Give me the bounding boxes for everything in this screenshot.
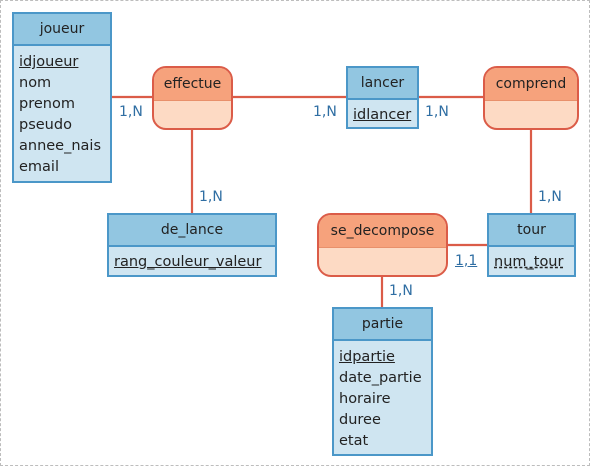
attribute: duree (339, 412, 381, 428)
cardinality-joueur-effectue: 1,N (119, 104, 143, 120)
relation-se-decompose[interactable]: se_decompose (317, 213, 448, 277)
entity-tour[interactable]: tour num_tour (487, 213, 576, 277)
attribute: etat (339, 433, 369, 449)
entity-title: partie (334, 309, 431, 341)
cardinality-delance-effectue: 1,N (199, 189, 223, 205)
attribute-list: rang_couleur_valeur (109, 247, 275, 277)
entity-title: tour (489, 215, 574, 247)
entity-title: lancer (348, 68, 417, 100)
entity-title: joueur (14, 14, 110, 46)
entity-partie[interactable]: partie idpartie date_partie horaire dure… (332, 307, 433, 456)
attribute-key: idjoueur (19, 54, 79, 70)
relation-title: effectue (154, 68, 231, 101)
relation-effectue[interactable]: effectue (152, 66, 233, 130)
attribute: horaire (339, 391, 391, 407)
relation-title: comprend (485, 68, 577, 101)
relation-comprend[interactable]: comprend (483, 66, 579, 130)
attribute: prenom (19, 96, 75, 112)
attribute: date_partie (339, 370, 422, 386)
cardinality-lancer-comprend: 1,N (425, 104, 449, 120)
attribute-key: rang_couleur_valeur (114, 254, 262, 270)
cardinality-lancer-effectue: 1,N (313, 104, 337, 120)
cardinality-tour-comprend: 1,N (538, 189, 562, 205)
entity-lancer[interactable]: lancer idlancer (346, 66, 419, 129)
cardinality-tour-sedecompose: 1,1 (455, 253, 478, 269)
relation-title: se_decompose (319, 215, 446, 248)
attribute: email (19, 159, 59, 175)
entity-title: de_lance (109, 215, 275, 247)
attribute: pseudo (19, 117, 72, 133)
entity-joueur[interactable]: joueur idjoueur nom prenom pseudo annee_… (12, 12, 112, 183)
attribute: annee_nais (19, 138, 102, 154)
entity-de-lance[interactable]: de_lance rang_couleur_valeur (107, 213, 277, 277)
attribute: nom (19, 75, 52, 91)
attribute-list: idpartie date_partie horaire duree etat (334, 341, 431, 456)
attribute-list: num_tour (489, 247, 574, 277)
attribute-list: idjoueur nom prenom pseudo annee_nais em… (14, 46, 110, 182)
attribute-key: idpartie (339, 349, 395, 365)
cardinality-partie-sedecompose: 1,N (389, 283, 413, 299)
attribute-key: num_tour (494, 254, 564, 270)
attribute-key: idlancer (353, 107, 412, 123)
attribute-list: idlancer (348, 100, 417, 130)
